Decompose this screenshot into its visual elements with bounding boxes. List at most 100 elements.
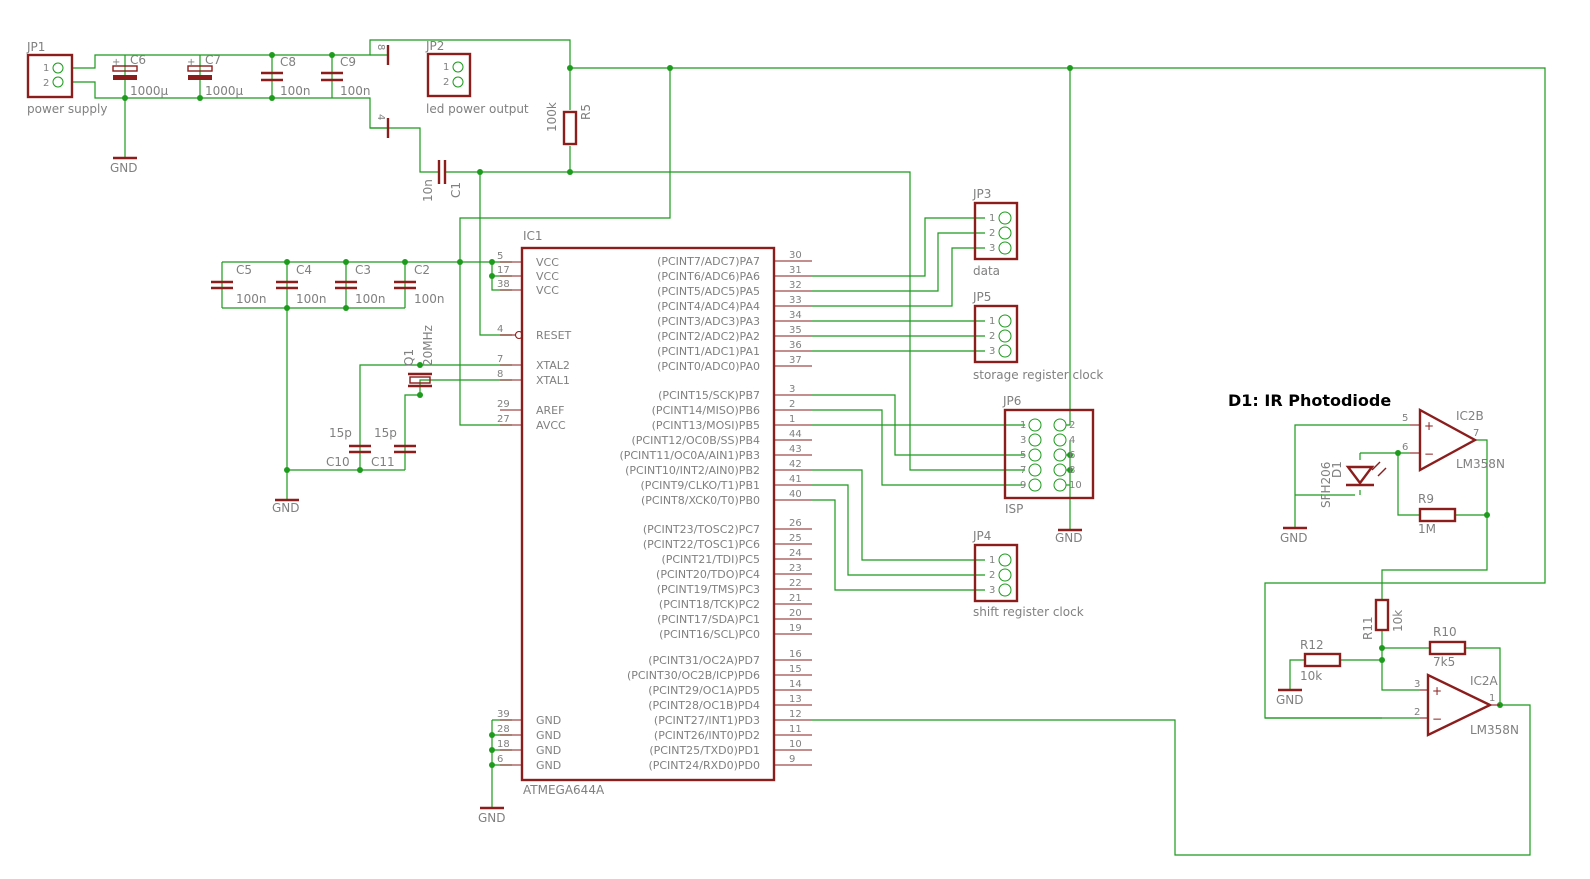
capacitor-c4: C4 100n [276, 263, 327, 306]
jp2-name: JP2 [425, 39, 444, 53]
c9-value: 100n [340, 84, 371, 98]
ic1-pin-label: (PCINT29/OC1A)PD5 [648, 684, 760, 697]
r11-name: R11 [1361, 616, 1375, 640]
ic1-pin-number: 27 [497, 414, 510, 425]
ic1-pin-label: AVCC [536, 419, 566, 432]
ic1-pin-number: 15 [789, 664, 802, 675]
ic1-pin-number: 2 [789, 399, 795, 410]
svg-text:+: + [187, 57, 195, 68]
svg-text:3: 3 [989, 346, 995, 357]
svg-text:1: 1 [989, 316, 995, 327]
ic1-pin-number: 10 [789, 739, 802, 750]
ic1-pin-label: (PCINT20/TDO)PC4 [656, 568, 760, 581]
ic1-pin-label: GND [536, 729, 561, 742]
c5-name: C5 [236, 263, 252, 277]
ic1-right-pins: 30(PCINT7/ADC7)PA731(PCINT6/ADC6)PA632(P… [619, 250, 812, 772]
ic1-pin-label: (PCINT10/INT2/AIN0)PB2 [625, 464, 760, 477]
ic1-reset-bubble [514, 330, 524, 340]
ic1-pin-label: XTAL2 [536, 359, 570, 372]
ic2b-name: IC2B [1456, 409, 1484, 423]
gnd-symbol: GND [110, 156, 138, 175]
ic1-pin-label: (PCINT16/SCL)PC0 [659, 628, 760, 641]
jp4-connector: 1 2 3 JP4 shift register clock [972, 529, 1084, 619]
ic1-pin-number: 33 [789, 295, 802, 306]
c6-value: 1000µ [130, 84, 169, 98]
svg-text:2: 2 [1069, 420, 1075, 431]
ic1-pin-label: (PCINT2/ADC2)PA2 [657, 330, 760, 343]
ic1-pin-label: (PCINT21/TDI)PC5 [661, 553, 760, 566]
junction-dot [1484, 512, 1490, 518]
junction-dot [284, 467, 290, 473]
junction-dot [284, 259, 290, 265]
capacitor-c1: 10n C1 [421, 160, 463, 202]
ic1-pin-number: 21 [789, 593, 802, 604]
ic1-pin-number: 23 [789, 563, 802, 574]
junction-dot [667, 65, 673, 71]
svg-text:2: 2 [989, 570, 995, 581]
svg-text:9: 9 [1020, 480, 1026, 491]
c3-name: C3 [355, 263, 371, 277]
svg-text:2: 2 [989, 331, 995, 342]
c7-name: C7 [205, 53, 221, 67]
q1-value: 20MHz [421, 325, 435, 366]
ic1-pin-number: 28 [497, 724, 510, 735]
svg-text:7: 7 [1020, 465, 1026, 476]
ic1-pin-label: (PCINT11/OC0A/AIN1)PB3 [619, 449, 760, 462]
resistor-r12: R12 10k [1300, 638, 1342, 683]
jp1-pin-1: 1 [43, 63, 49, 74]
jp4-value: shift register clock [973, 605, 1084, 619]
ic1-pin-label: (PCINT22/TOSC1)PC6 [643, 538, 760, 551]
svg-text:5: 5 [1402, 413, 1408, 424]
svg-text:−: − [1432, 712, 1442, 726]
c10-name: C10 [326, 455, 350, 469]
r9-name: R9 [1418, 492, 1434, 506]
junction-dot [489, 762, 495, 768]
junction-dot [489, 273, 495, 279]
ic1-value: ATMEGA644A [523, 783, 605, 797]
ic1-pin-number: 34 [789, 310, 802, 321]
jp6-name: JP6 [1002, 394, 1021, 408]
ic1-pin-label: VCC [536, 256, 559, 269]
gnd-symbol: GND [1055, 528, 1083, 545]
ic1-pin-number: 3 [789, 384, 795, 395]
junction-dot [567, 169, 573, 175]
wires [72, 39, 1546, 856]
ic2a-value: LM358N [1470, 723, 1519, 737]
jp3-connector: 1 2 3 JP3 data [972, 187, 1019, 278]
svg-text:8: 8 [1069, 465, 1075, 476]
ic1-pin-number: 14 [789, 679, 802, 690]
svg-text:4: 4 [1069, 435, 1075, 446]
junction-dot [1395, 450, 1401, 456]
svg-text:1: 1 [1020, 420, 1026, 431]
junction-dot [269, 95, 275, 101]
capacitor-c3: C3 100n [335, 263, 386, 306]
ic1-pin-label: (PCINT12/OC0B/SS)PB4 [631, 434, 760, 447]
ic1-pin-number: 18 [497, 739, 510, 750]
ic1-pin-label: (PCINT24/RXD0)PD0 [648, 759, 760, 772]
ic1-pin-label: (PCINT30/OC2B/ICP)PD6 [627, 669, 760, 682]
jp2-conn-4: 4 [375, 114, 386, 120]
ic1-pin-label: (PCINT31/OC2A)PD7 [648, 654, 760, 667]
ic1-pin-number: 30 [789, 250, 802, 261]
ic1-pin-number: 24 [789, 548, 802, 559]
junction-dot [343, 259, 349, 265]
svg-text:GND: GND [1055, 531, 1083, 545]
ic1-pin-label: (PCINT13/MOSI)PB5 [652, 419, 760, 432]
ic1-pin-label: (PCINT6/ADC6)PA6 [657, 270, 760, 283]
capacitor-c7: + C7 1000µ [187, 53, 244, 98]
junction-dot [489, 747, 495, 753]
r5-value: 100k [545, 102, 559, 132]
junction-dot [1379, 645, 1385, 651]
svg-text:GND: GND [110, 161, 138, 175]
gnd-symbol: GND [272, 498, 300, 515]
junction-dot [489, 732, 495, 738]
capacitor-c9: C9 100n [321, 55, 371, 98]
junction-dot [329, 52, 335, 58]
svg-text:1: 1 [989, 213, 995, 224]
jp2-pin-1: 1 [443, 62, 449, 73]
ic1-pin-label: GND [536, 744, 561, 757]
ic1-pin-label: VCC [536, 284, 559, 297]
jp5-value: storage register clock [973, 368, 1103, 382]
svg-text:6: 6 [1402, 442, 1408, 453]
